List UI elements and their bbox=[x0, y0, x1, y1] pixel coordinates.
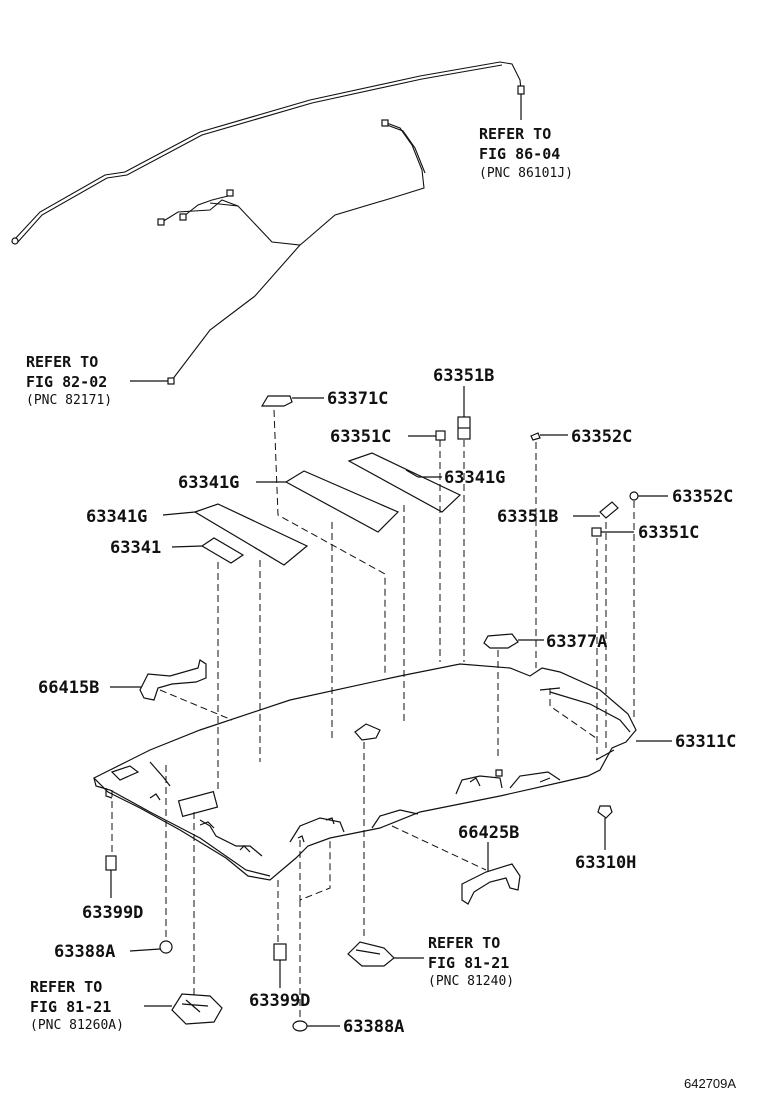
label-63351B-right: 63351B bbox=[497, 507, 558, 527]
label-63341G-right: 63341G bbox=[444, 468, 505, 488]
label-63399D-mid: 63399D bbox=[249, 991, 310, 1011]
clip-63351C-right bbox=[591, 527, 602, 537]
lamp-map-81240 bbox=[347, 941, 395, 967]
ref-wire-top: REFER TO FIG 86-04 (PNC 86101J) bbox=[479, 125, 573, 181]
ref-lamp-mid-line2: FIG 81-21 bbox=[428, 954, 509, 972]
label-63377A: 63377A bbox=[546, 632, 607, 652]
label-63310H: 63310H bbox=[575, 853, 636, 873]
diagram-id: 642709A bbox=[684, 1076, 736, 1091]
label-63351C-right: 63351C bbox=[638, 523, 699, 543]
clip-63371C bbox=[260, 395, 293, 407]
label-63341G-mid: 63341G bbox=[178, 473, 239, 493]
ref-lamp-mid-line3: (PNC 81240) bbox=[428, 974, 514, 989]
clip-63352C-right bbox=[629, 491, 639, 501]
clip-63399D-left bbox=[105, 855, 117, 871]
ref-lamp-mid: REFER TO FIG 81-21 (PNC 81240) bbox=[428, 934, 514, 989]
label-63311C: 63311C bbox=[675, 732, 736, 752]
ref-wire-left: REFER TO FIG 82-02 (PNC 82171) bbox=[26, 353, 112, 408]
bracket-66415B bbox=[139, 659, 207, 701]
bracket-66425B bbox=[461, 863, 521, 905]
ref-wire-left-line2: FIG 82-02 bbox=[26, 373, 107, 391]
screw-63310H bbox=[597, 805, 613, 826]
assembly-lines bbox=[111, 409, 635, 1020]
label-63341: 63341 bbox=[110, 538, 161, 558]
clip-63351B-right bbox=[599, 501, 619, 519]
lamp-room-81260A bbox=[171, 993, 223, 1025]
ref-lamp-mid-line1: REFER TO bbox=[428, 934, 500, 952]
pad-63341G-mid bbox=[284, 470, 400, 533]
roof-headlining-63311C bbox=[92, 663, 637, 881]
ref-wire-left-line1: REFER TO bbox=[26, 353, 98, 371]
ref-lamp-left: REFER TO FIG 81-21 (PNC 81260A) bbox=[30, 978, 124, 1033]
label-63388A-bottom: 63388A bbox=[343, 1017, 404, 1037]
label-63352C-right: 63352C bbox=[672, 487, 733, 507]
ref-lamp-left-line2: FIG 81-21 bbox=[30, 998, 111, 1016]
ref-lamp-left-line1: REFER TO bbox=[30, 978, 102, 996]
leader-lines bbox=[110, 94, 672, 1027]
label-63351B-top: 63351B bbox=[433, 366, 494, 386]
label-63341G-left: 63341G bbox=[86, 507, 147, 527]
pad-63341G-right bbox=[347, 452, 462, 513]
label-63371C: 63371C bbox=[327, 389, 388, 409]
clip-63351C-top bbox=[435, 430, 446, 441]
pad-63341G-left bbox=[193, 503, 309, 566]
bracket-63377A bbox=[483, 633, 519, 649]
ref-wire-top-line1: REFER TO bbox=[479, 125, 551, 143]
pad-63341 bbox=[200, 537, 245, 564]
clip-63388A-bottom bbox=[292, 1020, 308, 1032]
ref-wire-top-line2: FIG 86-04 bbox=[479, 145, 560, 163]
clip-63352C-top bbox=[530, 432, 541, 441]
clip-63399D-mid bbox=[273, 943, 287, 961]
label-66425B: 66425B bbox=[458, 823, 519, 843]
label-66415B: 66415B bbox=[38, 678, 99, 698]
label-63388A-left: 63388A bbox=[54, 942, 115, 962]
ref-wire-top-line3: (PNC 86101J) bbox=[479, 166, 573, 181]
clip-63388A-left bbox=[159, 940, 173, 954]
ref-wire-left-line3: (PNC 82171) bbox=[26, 393, 112, 408]
part-labels: 63351B 63371C 63351C 63352C 63341G 63341… bbox=[38, 366, 736, 1037]
clip-63351B-top bbox=[457, 416, 471, 440]
ref-lamp-left-line3: (PNC 81260A) bbox=[30, 1018, 124, 1033]
label-63399D-left: 63399D bbox=[82, 903, 143, 923]
roof-wire-harness bbox=[11, 61, 525, 385]
label-63352C-top: 63352C bbox=[571, 427, 632, 447]
label-63351C-top: 63351C bbox=[330, 427, 391, 447]
